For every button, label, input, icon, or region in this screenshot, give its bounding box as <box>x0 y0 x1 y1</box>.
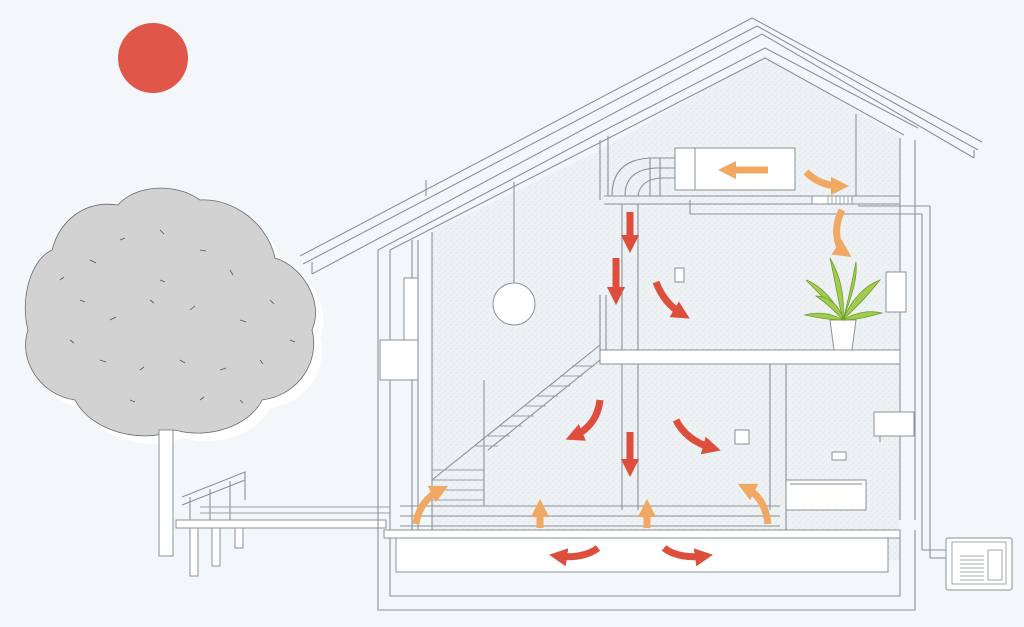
warm-arrow <box>737 483 772 525</box>
outdoor-unit-icon <box>945 537 1013 591</box>
warm-arrow <box>803 169 850 196</box>
hot-airflow-arrows <box>548 212 721 567</box>
roof <box>299 17 983 275</box>
tree-icon <box>24 187 324 557</box>
deck <box>175 471 390 577</box>
hot-arrow <box>548 545 601 567</box>
hot-arrow <box>565 399 604 441</box>
loft-mechanical-room <box>599 114 946 559</box>
hot-arrow <box>652 280 690 319</box>
second-floor <box>599 267 901 530</box>
warm-arrow <box>831 208 852 258</box>
staircase <box>431 344 601 506</box>
ground-floor <box>383 505 901 573</box>
hot-arrow <box>661 545 714 567</box>
house-walls <box>377 47 919 611</box>
warm-arrow <box>412 485 449 525</box>
sun-icon <box>118 23 188 93</box>
potted-plant-icon <box>803 257 884 351</box>
pendant-lamp-icon <box>492 182 536 326</box>
warm-airflow-arrows <box>412 160 852 528</box>
hot-arrow <box>672 418 721 455</box>
